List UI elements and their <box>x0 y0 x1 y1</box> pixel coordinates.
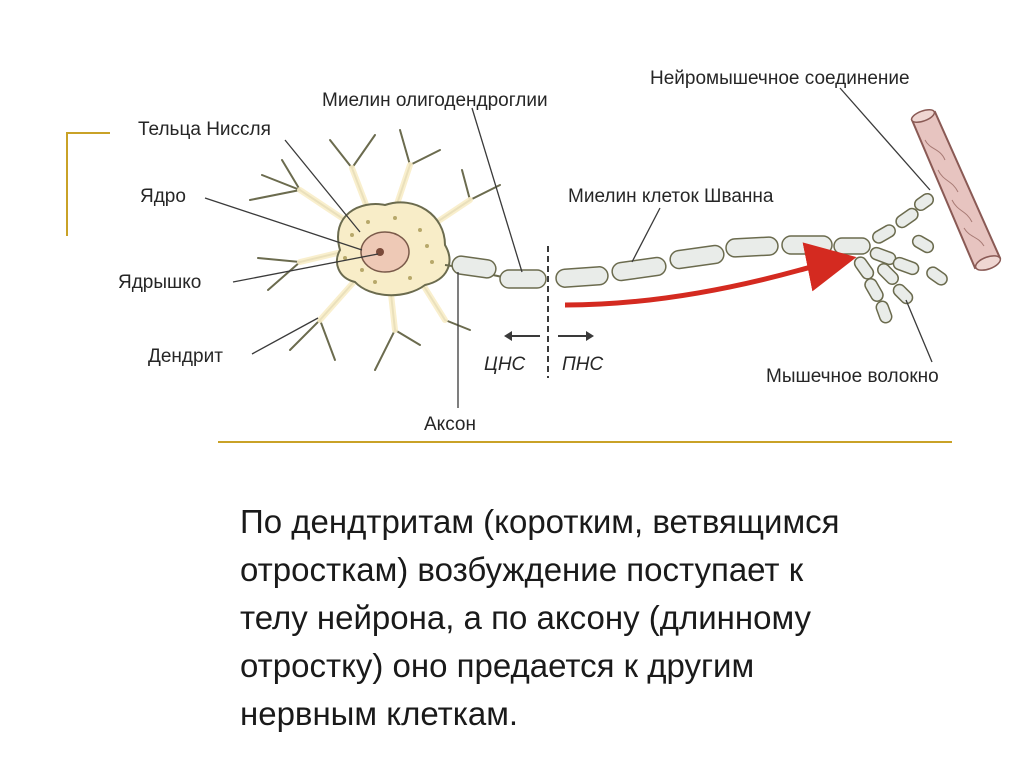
caption-line: нервным клеткам. <box>240 695 519 732</box>
neuron-diagram: Тельца Нисcля Ядро Ядрышко Дендрит Миели… <box>118 68 1002 435</box>
corner-accent-vertical <box>66 132 68 236</box>
caption-line: отростку) оно предается к другим <box>240 647 755 684</box>
pns-arrow-icon <box>558 331 594 341</box>
leader-lines <box>204 87 933 408</box>
muscle-fiber <box>910 109 1002 271</box>
divider-line <box>218 441 952 443</box>
axon-myelin <box>444 235 871 289</box>
label-schwann-myelin: Миелин клеток Шванна <box>568 186 774 207</box>
axon-terminals <box>853 192 948 324</box>
nucleus <box>360 231 410 273</box>
label-axon: Аксон <box>424 414 476 435</box>
label-neuromuscular-junction: Нейромышечное соединение <box>650 68 910 89</box>
label-pns: ПНС <box>562 354 603 375</box>
label-muscle-fiber: Мышечное волокно <box>766 366 939 387</box>
label-cns: ЦНС <box>484 354 526 375</box>
dendrite-fill <box>297 162 473 333</box>
caption-line: отросткам) возбуждение поступает к <box>240 551 804 588</box>
label-oligodendroglia-myelin: Миелин олигодендроглии <box>322 90 548 111</box>
nissl-body-dots <box>343 216 434 284</box>
caption-text: По дендтритам (коротким, ветвящимся отро… <box>240 498 1000 738</box>
label-nucleus: Ядро <box>140 186 186 207</box>
cns-arrow-icon <box>504 331 540 341</box>
label-nucleolus: Ядрышко <box>118 272 201 293</box>
corner-accent-horizontal <box>66 132 110 134</box>
caption-line: По дендтритам (коротким, ветвящимся <box>240 503 840 540</box>
impulse-direction-arrow <box>564 242 857 308</box>
caption-line: телу нейрона, а по аксону (длинному <box>240 599 812 636</box>
label-nissl-bodies: Тельца Нисcля <box>138 119 271 140</box>
label-dendrite: Дендрит <box>148 346 223 367</box>
